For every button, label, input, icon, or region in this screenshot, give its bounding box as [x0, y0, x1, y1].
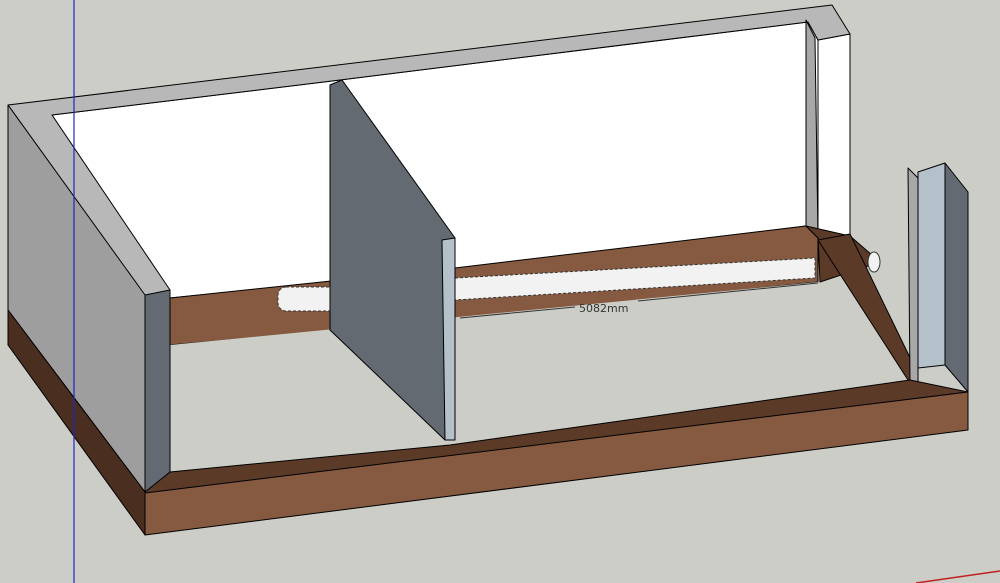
- drain-pipe-right[interactable]: [454, 257, 816, 301]
- red-axis-line: [915, 570, 1000, 583]
- right-partition-light[interactable]: [917, 162, 946, 369]
- right-wall-inner-face[interactable]: [817, 33, 851, 239]
- model-geometry[interactable]: [7, 4, 969, 536]
- left-wall-end-face[interactable]: [144, 289, 171, 493]
- dimension-label: 5082mm: [579, 302, 628, 315]
- right-partition-dark[interactable]: [944, 162, 969, 393]
- drain-pipe-end[interactable]: [867, 251, 881, 273]
- drain-pipe[interactable]: [277, 251, 881, 312]
- dimension-annotation[interactable]: 5082mm: [459, 282, 819, 319]
- partition-wall-end[interactable]: [441, 237, 456, 441]
- left-footing-side[interactable]: [7, 309, 146, 536]
- right-partition-end[interactable]: [907, 167, 919, 386]
